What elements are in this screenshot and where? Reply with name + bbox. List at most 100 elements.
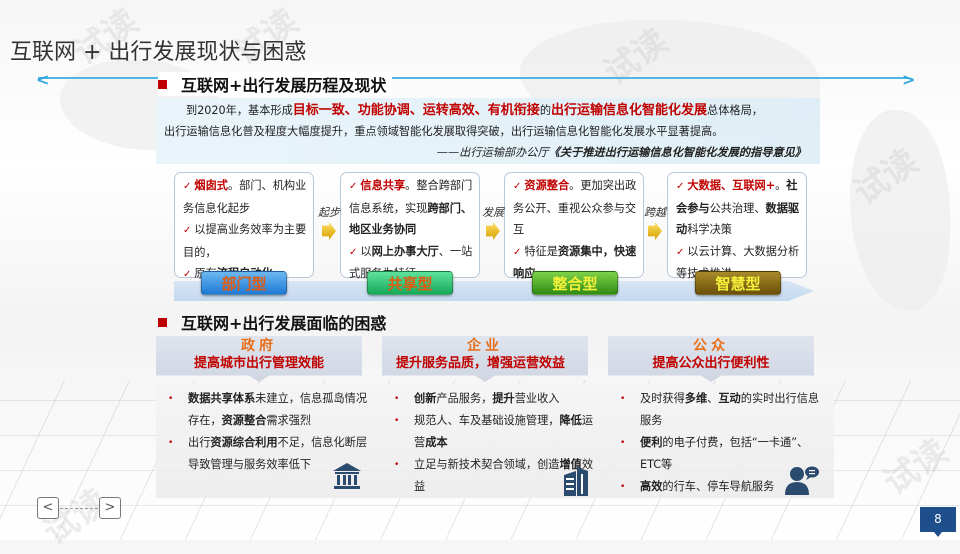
stage-bold: 社会参与	[676, 179, 798, 215]
stage-text: 。部门、机构业务信息化起步	[183, 179, 307, 215]
bullet-text: 未建立，信息孤岛情况存在，	[188, 392, 368, 427]
bullet-bold: 降低	[559, 414, 582, 427]
bullet-bold: 互动	[718, 392, 741, 405]
quote-line-2: 出行运输信息化普及程度大幅度提升，重点领域智能化发展取得突破，出行运输信息化智能…	[164, 125, 724, 138]
checkmark-icon: ✓	[676, 246, 685, 258]
bullet-bold: 成本	[425, 436, 448, 449]
checkmark-icon: ✓	[183, 269, 192, 280]
bullet-text: 及时获得	[640, 392, 685, 405]
connector-label: 起步	[318, 206, 340, 219]
stage-bold: 数据驱动	[676, 201, 800, 237]
person-chat-icon	[785, 466, 819, 495]
stage-label-integration: 整合型	[532, 271, 618, 295]
stage-card-department: ✓烟囱式。部门、机构业务信息化起步 ✓以提高业务效率为主要目的， ✓原有流程自动…	[174, 172, 314, 280]
timeline-line	[38, 77, 908, 79]
list-item: 高效的行车、停车导航服务	[614, 476, 828, 498]
quote-line-1: 到2020年，基本形成目标一致、功能协调、运转高效、有机衔接的出行运输信息化智能…	[164, 100, 812, 121]
arrow-right-icon	[648, 222, 662, 240]
stage-label-sharing: 共享型	[367, 271, 453, 295]
section-title-text: 互联网+出行发展面临的困惑	[181, 314, 387, 333]
column-header-enterprise: 企业 提升服务品质，增强运营效益	[382, 336, 588, 382]
stage-bold: 跨部门、地区业务协同	[349, 201, 473, 237]
column-who: 公众	[693, 338, 729, 354]
stage-text: 。	[775, 179, 787, 192]
stage-text: 。整合跨部门信息系统，实现	[349, 179, 473, 215]
list-item: 及时获得多维、互动的实时出行信息服务	[614, 388, 828, 432]
bullet-text: 不足，信息化断层导致管理与服务效率低下	[188, 436, 368, 471]
stage-text: 特征是	[524, 244, 558, 258]
quote-text: 到2020年，基本形成	[186, 104, 293, 117]
bullet-text: 、	[707, 392, 719, 405]
stage-text: 科学决策	[687, 223, 732, 236]
checkmark-icon: ✓	[183, 181, 192, 192]
connector-label: 发展	[482, 206, 504, 219]
bullet-text: 的实时出行信息服务	[640, 392, 820, 427]
prev-slide-button[interactable]: <	[37, 497, 59, 519]
bullet-bold: 增值	[559, 458, 582, 471]
stage-text: 。更加突出政务公开、重视公众参与交互	[513, 179, 637, 236]
stage-card-sharing: ✓信息共享。整合跨部门信息系统，实现跨部门、地区业务协同 ✓以网上办事大厅、一站…	[340, 172, 480, 280]
connector-develop: 发展	[478, 204, 508, 240]
column-goal: 提升服务品质，增强运营效益	[396, 356, 566, 371]
arrow-right-icon	[322, 222, 336, 240]
list-item: 规范人、车及基础设施管理，降低运营成本	[388, 410, 602, 454]
quote-text: 的	[539, 104, 552, 117]
arrow-right-icon	[486, 222, 500, 240]
stage-card-integration: ✓资源整合。更加突出政务公开、重视公众参与交互 ✓特征是资源集中，快速响应	[504, 172, 644, 280]
quote-source-title: 《关于推进出行运输信息化智能化发展的指导意见》	[548, 146, 806, 159]
page-title: 互联网 + 出行发展现状与困惑	[10, 40, 307, 65]
nav-divider	[60, 508, 98, 509]
checkmark-icon: ✓	[349, 246, 358, 258]
quote-source-org: ——出行运输部办公厅	[436, 146, 549, 159]
stage-text: 以提高业务效率为主要目的，	[183, 223, 307, 259]
stage-highlight: 信息共享	[360, 179, 406, 192]
bullet-bold: 创新	[414, 392, 437, 405]
stage-label-smart: 智慧型	[695, 271, 781, 295]
list-item: 便利的电子付费，包括“一卡通”、ETC等	[614, 432, 828, 476]
quote-text: 总体格局，	[707, 104, 763, 117]
column-body-public: 及时获得多维、互动的实时出行信息服务 便利的电子付费，包括“一卡通”、ETC等 …	[608, 384, 834, 498]
quote-highlight: 目标一致、功能协调、运转高效、有机衔接	[292, 103, 540, 118]
next-slide-button[interactable]: >	[99, 497, 121, 519]
bullet-bold: 数据共享体系	[188, 392, 256, 405]
red-square-bullet-icon	[158, 79, 167, 89]
bullet-text: 出行	[188, 436, 211, 449]
government-building-icon	[333, 463, 361, 489]
stage-highlight: 资源整合	[524, 179, 570, 192]
column-goal: 提高公众出行便利性	[652, 356, 770, 371]
section-title-text: 互联网+出行发展历程及现状	[181, 76, 387, 95]
stage-label-department: 部门型	[201, 271, 287, 295]
bullet-bold: 便利	[640, 436, 663, 449]
column-who: 政府	[241, 338, 277, 354]
column-header-public: 公众 提高公众出行便利性	[608, 336, 814, 382]
bullet-bold: 多维	[684, 392, 708, 405]
checkmark-icon: ✓	[676, 181, 685, 192]
red-square-bullet-icon	[158, 317, 167, 327]
bullet-text: 营业收入	[514, 392, 560, 405]
connector-start: 起步	[314, 204, 344, 240]
list-item: 数据共享体系未建立，信息孤岛情况存在，资源整合需求强烈	[162, 388, 376, 432]
arrow-left-icon: <	[36, 70, 50, 89]
bullet-text: 立足与新技术契合领域，创造	[414, 458, 560, 471]
quote-highlight: 出行运输信息化智能化发展	[551, 103, 708, 118]
stage-highlight: 大数据、互联网+	[687, 179, 776, 192]
checkmark-icon: ✓	[349, 181, 358, 192]
bullet-text: 的行车、停车导航服务	[662, 480, 775, 493]
stage-highlight: 烟囱式	[194, 179, 228, 192]
page-number-badge: 8	[920, 507, 956, 537]
column-goal: 提高城市出行管理效能	[193, 356, 324, 371]
bullet-bold: 提升	[492, 392, 515, 405]
list-item: 创新产品服务，提升营业收入	[388, 388, 602, 410]
office-building-icon	[564, 467, 588, 496]
list-item: 立足与新技术契合领域，创造增值效益	[388, 454, 602, 498]
quote-source: ——出行运输部办公厅《关于推进出行运输信息化智能化发展的指导意见》	[164, 142, 812, 163]
bullet-text: 规范人、车及基础设施管理，	[414, 414, 560, 427]
connector-leap: 跨越	[640, 204, 670, 240]
connector-label: 跨越	[644, 206, 666, 219]
checkmark-icon: ✓	[183, 225, 192, 236]
stage-progress-band	[174, 281, 814, 301]
bullet-bold: 资源综合利用	[210, 436, 278, 449]
world-map-background	[850, 110, 950, 310]
stage-text: 公共治理、	[709, 201, 766, 215]
section-title-challenges: 互联网+出行发展面临的困惑	[158, 310, 386, 334]
